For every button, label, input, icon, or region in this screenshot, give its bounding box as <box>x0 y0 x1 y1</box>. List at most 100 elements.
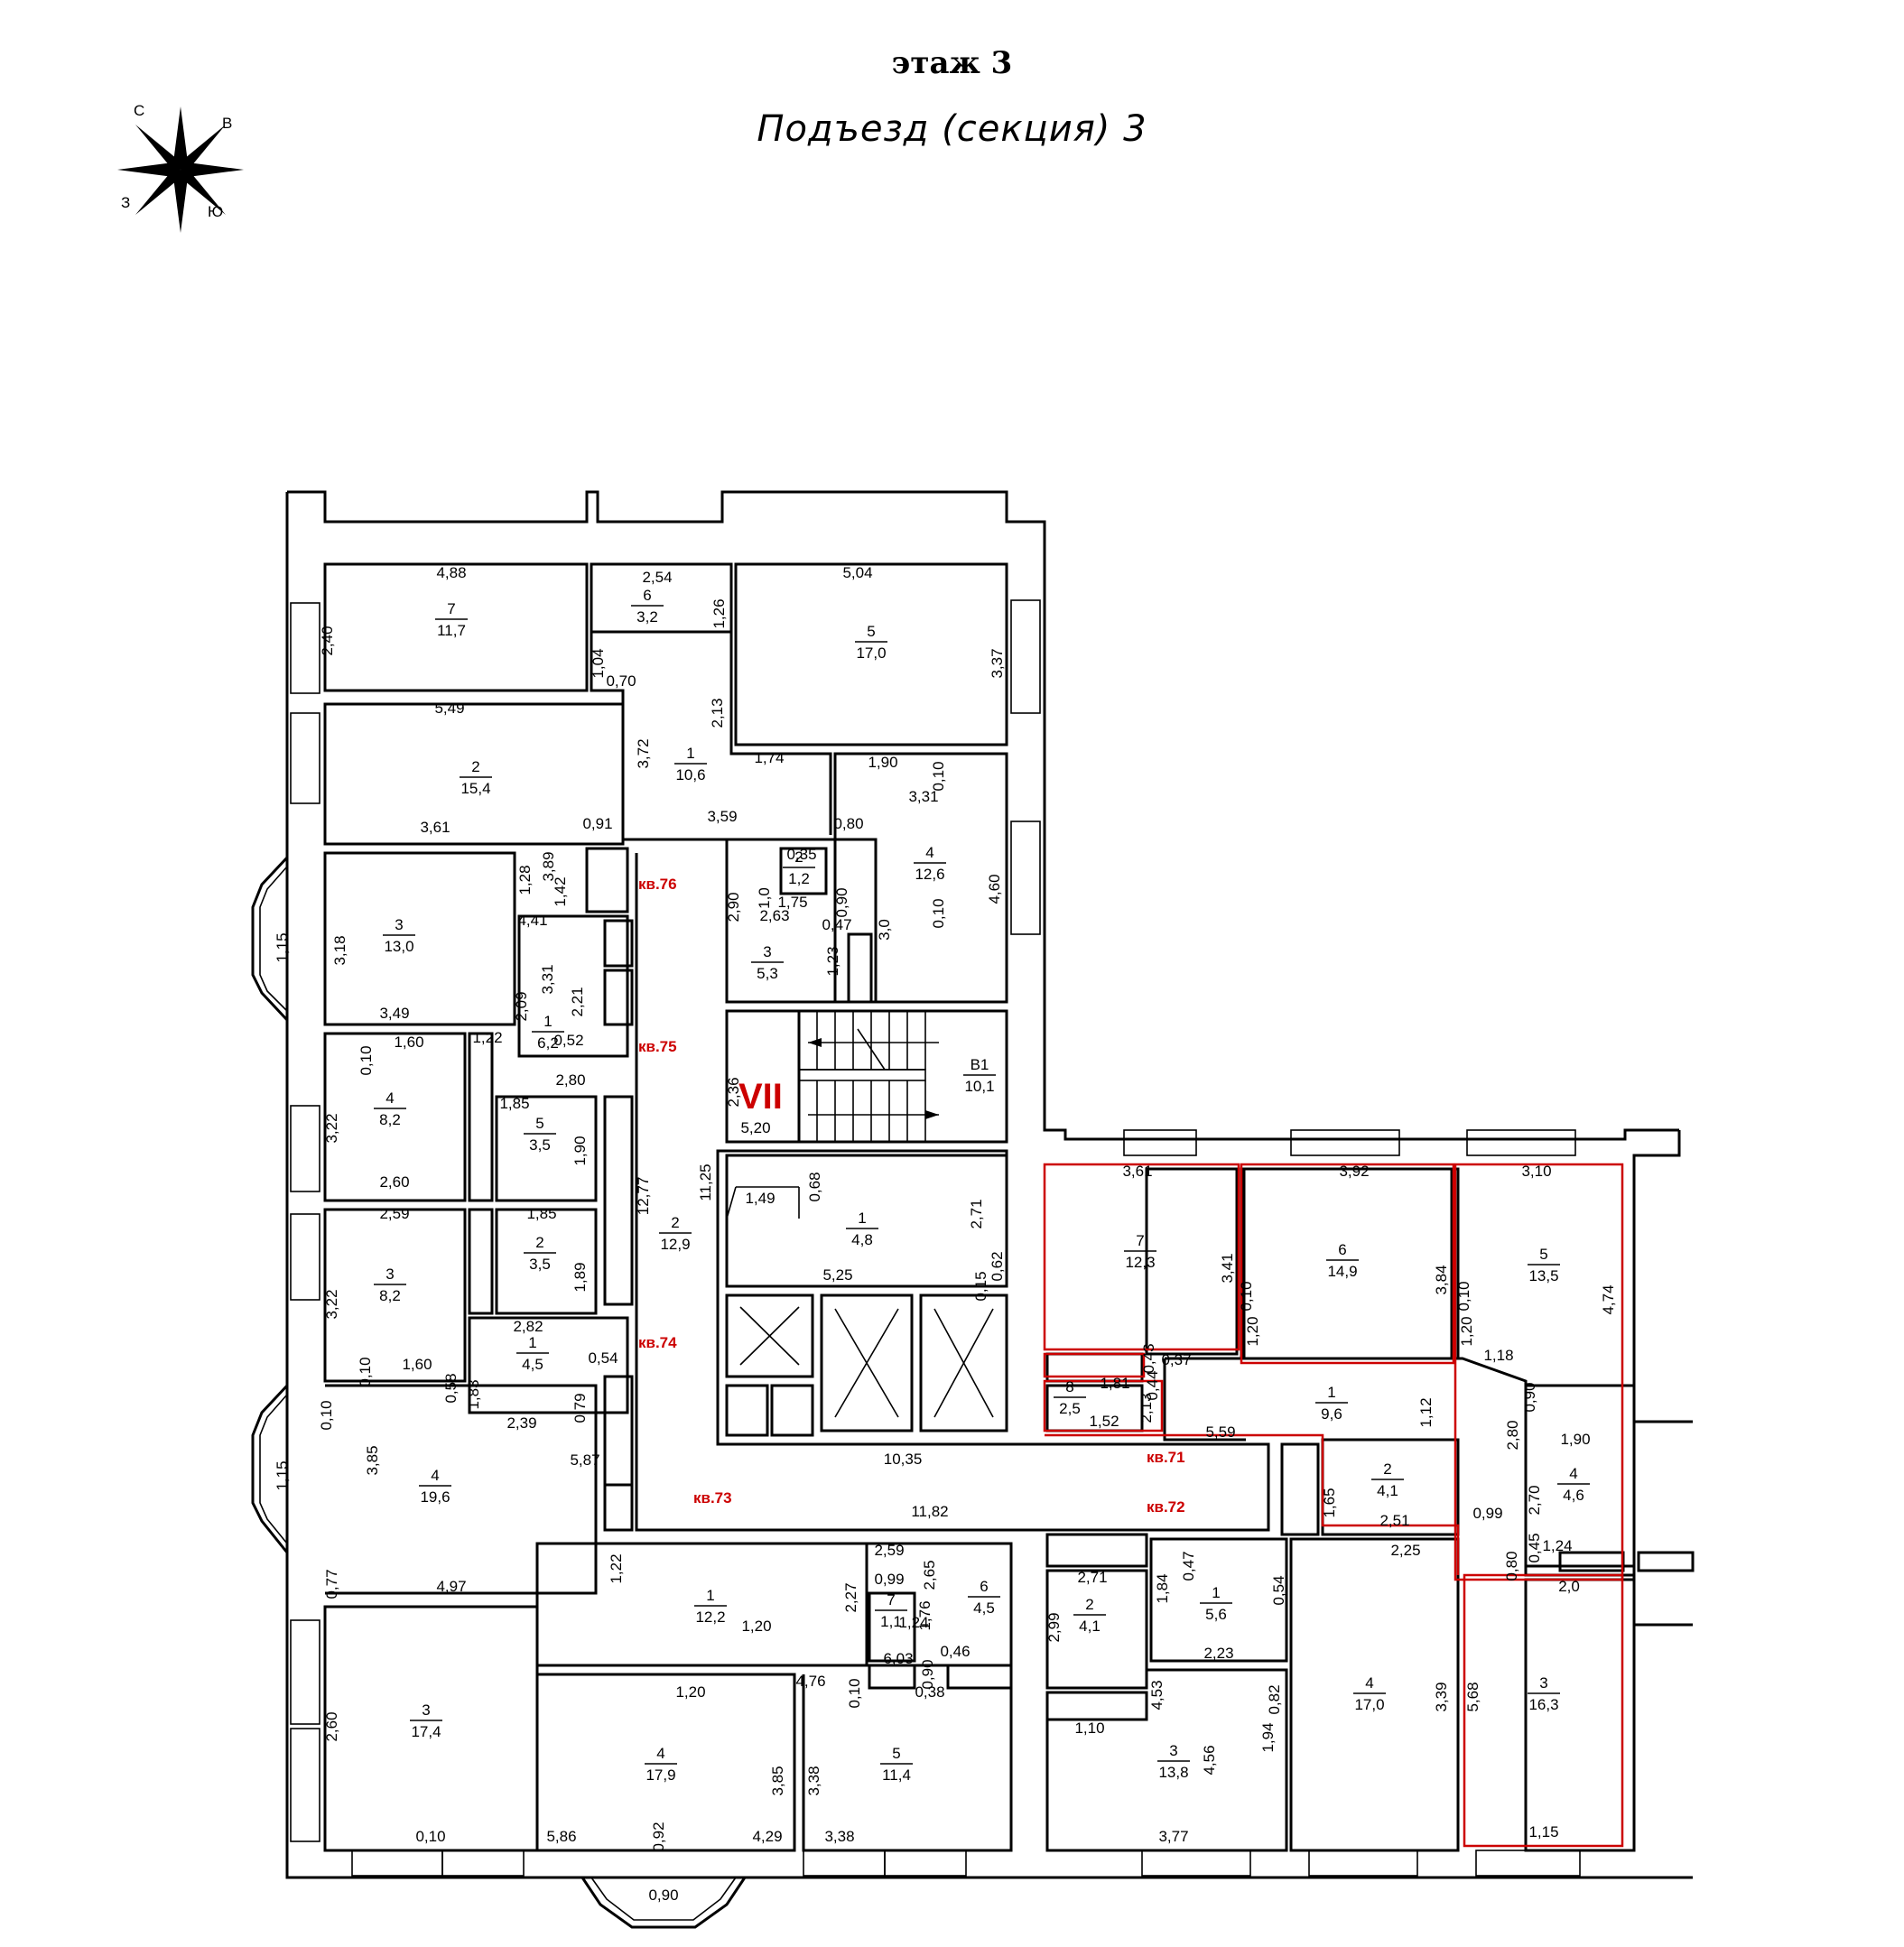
dimension-label: 10,35 <box>884 1451 923 1468</box>
room-area: 14,9 <box>1327 1263 1357 1280</box>
dimension-label: 1,26 <box>711 598 728 628</box>
dimension-label: 0,10 <box>930 898 947 928</box>
left-windows <box>290 602 320 1842</box>
room-area: 9,6 <box>1321 1405 1342 1423</box>
room-labels: 711,763,2517,0215,4110,6412,621,235,3313… <box>374 587 1590 1784</box>
section-title: Подъезд (секция) 3 <box>757 108 1147 150</box>
dimension-label: 1,22 <box>608 1553 625 1583</box>
room-number: 2 <box>535 1234 543 1251</box>
dimension-label: 0,79 <box>571 1393 589 1423</box>
dimension-label: 0,10 <box>930 761 947 791</box>
room-area: 5,6 <box>1205 1606 1227 1623</box>
dimension-label: 0,10 <box>1238 1281 1255 1311</box>
room-number: 7 <box>887 1591 895 1609</box>
room-label: 23,5 <box>524 1234 556 1273</box>
dimension-label: 0,82 <box>1266 1684 1283 1714</box>
room-area: 1,1 <box>880 1613 902 1630</box>
dimension-label: 3,92 <box>1339 1163 1369 1180</box>
dimension-label: 0,45 <box>1526 1533 1543 1562</box>
dimension-label: 4,53 <box>1148 1680 1166 1710</box>
room-area: 12,2 <box>695 1609 725 1626</box>
outer-walls <box>285 490 1693 1879</box>
room-number: 7 <box>1136 1232 1144 1249</box>
compass-icon: С В З Ю <box>117 102 244 233</box>
room-label: 112,2 <box>694 1587 727 1626</box>
room-area: 12,3 <box>1125 1254 1155 1271</box>
compass-label-north: С <box>134 102 144 119</box>
dimension-label: 11,25 <box>697 1164 714 1201</box>
dimension-label: 0,58 <box>442 1373 460 1403</box>
room-area: 15,4 <box>460 780 490 797</box>
dimension-label: 5,04 <box>842 564 872 581</box>
room-number: 4 <box>1365 1674 1373 1692</box>
room-label: 316,3 <box>1528 1674 1560 1713</box>
dimension-label: 2,71 <box>968 1199 985 1228</box>
dimension-label: 2,09 <box>513 991 530 1021</box>
dimension-label: 1,85 <box>526 1205 556 1222</box>
room-walls <box>323 562 1695 1852</box>
compass-label-east: В <box>222 115 232 132</box>
room-area: 11,7 <box>437 622 466 639</box>
dimension-label: 1,84 <box>1154 1573 1171 1603</box>
dimension-label: 4,60 <box>986 874 1003 904</box>
dimension-label: 0,90 <box>919 1659 936 1689</box>
room-label: 14,8 <box>846 1210 878 1248</box>
room-number: 6 <box>1338 1241 1346 1258</box>
dimension-label: 0,70 <box>606 672 636 690</box>
room-area: 4,5 <box>973 1599 995 1617</box>
room-area: 4,1 <box>1377 1482 1398 1499</box>
dimension-label: 4,88 <box>436 564 466 581</box>
dimension-label: 2,21 <box>569 987 586 1016</box>
dimension-label: 1,52 <box>1089 1413 1119 1430</box>
room-label: 15,6 <box>1200 1584 1232 1623</box>
dimension-label: 0,15 <box>972 1271 989 1301</box>
dimension-label: 0,62 <box>989 1251 1006 1281</box>
dimension-label: 0,10 <box>358 1045 375 1075</box>
room-area: 3,2 <box>636 608 658 626</box>
dimension-label: 3,61 <box>1122 1163 1152 1180</box>
dimension-label: 0,38 <box>915 1683 944 1701</box>
dimension-label: 0,43 <box>1140 1343 1157 1373</box>
dimension-label: 3,59 <box>707 808 737 825</box>
dimension-label: 1,20 <box>1458 1316 1475 1346</box>
compass-label-west: З <box>121 194 130 211</box>
dimension-label: 1,74 <box>754 749 784 766</box>
dimension-label: 2,13 <box>1138 1393 1155 1423</box>
room-area: 8,2 <box>379 1111 401 1128</box>
dimension-label: 0,90 <box>648 1887 678 1904</box>
room-number: 2 <box>1383 1460 1391 1478</box>
dimension-label: 1,90 <box>571 1136 589 1165</box>
room-area: 4,6 <box>1563 1487 1584 1504</box>
dimension-label: 1,22 <box>472 1029 502 1046</box>
dimension-label: 1,90 <box>1560 1431 1590 1448</box>
dimension-label: 3,0 <box>876 919 893 941</box>
dimension-label: 3,10 <box>1521 1163 1551 1180</box>
dimension-label: 5,49 <box>434 700 464 717</box>
room-number: 2 <box>671 1214 679 1231</box>
room-label: 212,9 <box>659 1214 692 1253</box>
dimension-label: 2,71 <box>1077 1569 1107 1586</box>
room-area: 4,8 <box>851 1231 873 1248</box>
dimension-label: 1,12 <box>1417 1397 1435 1427</box>
room-label: 64,5 <box>968 1578 1000 1617</box>
dimension-label: 1,15 <box>274 932 291 962</box>
room-number: 5 <box>535 1115 543 1132</box>
dimension-label: 3,77 <box>1158 1828 1188 1845</box>
dimension-label: 1,28 <box>516 865 534 895</box>
dimension-label: 1,85 <box>499 1095 529 1112</box>
dimension-label: 2,27 <box>842 1582 859 1612</box>
room-label: 313,8 <box>1157 1742 1190 1781</box>
room-number: 1 <box>1212 1584 1220 1601</box>
dimension-label: 1,94 <box>1259 1722 1277 1752</box>
room-label: 513,5 <box>1528 1246 1560 1284</box>
dimension-label: 0,10 <box>357 1357 374 1386</box>
apartment-label-kv75: кв.75 <box>638 1038 677 1055</box>
dimension-label: 1,20 <box>675 1683 705 1701</box>
dimension-label: 4,76 <box>795 1673 825 1690</box>
room-label: 38,2 <box>374 1266 406 1304</box>
dimension-label: 0,77 <box>323 1569 340 1599</box>
dimension-label: 0,54 <box>588 1349 618 1367</box>
dimension-label: 3,18 <box>331 935 348 965</box>
dimension-label: 0,52 <box>553 1032 583 1049</box>
dimension-label: 4,41 <box>517 912 547 929</box>
